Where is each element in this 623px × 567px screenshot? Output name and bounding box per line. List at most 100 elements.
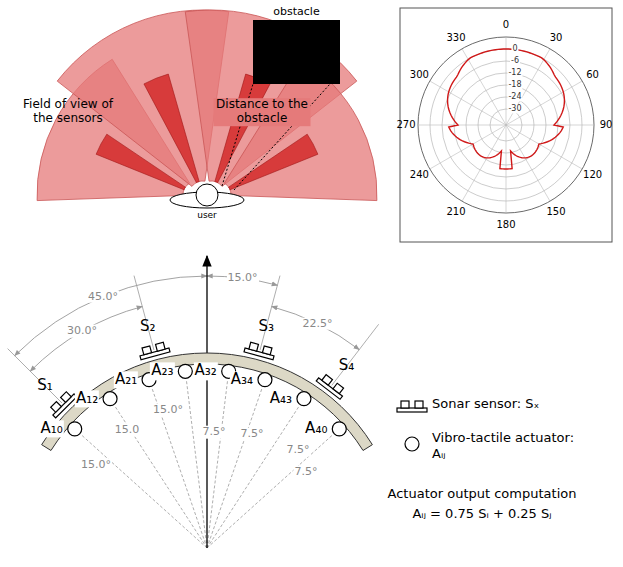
actuator-ray [152,387,207,548]
heading-arrow [206,256,207,548]
formula-title: Actuator output computation [388,487,577,502]
angle-dimension: 15.0 [114,424,141,437]
transducer [61,392,72,403]
actuator-name: A₂₃ [150,363,174,380]
sonar-sensor [138,341,170,359]
legend-sensor-symbol [397,401,427,412]
transducer [401,401,409,408]
vibro-actuator [178,364,192,378]
angle-ring [418,37,594,213]
angle-tick: 270 [396,119,415,131]
actuator-ray [207,387,262,548]
formula: Aᵢⱼ = 0.75 Sᵢ + 0.25 Sⱼ [412,507,551,522]
dimension-arc [272,307,359,350]
transducer [333,383,344,393]
angle-dimension: 45.0° [87,290,119,303]
angle-tick: 30 [550,33,563,45]
angle-spoke [430,125,506,169]
db-tick: -24 [507,92,522,101]
angle-spoke [506,37,507,125]
transducer [156,342,166,351]
obstacle-box: obstacle [253,20,340,84]
user-label: user [197,210,217,220]
user-outline [169,183,245,209]
angle-tick: 300 [410,69,429,81]
sensor-name: S₃ [258,318,274,335]
angle-tick: 120 [583,169,602,181]
angle-dimension: 30.0° [66,325,98,338]
angle-spoke [506,125,582,169]
actuator-name: A₄₀ [304,420,328,437]
sensor-beam [229,134,318,190]
angle-dimension: 15.0° [80,459,112,472]
actuator-name: A₄₃ [269,390,293,407]
transducer [142,346,152,355]
polar-grid [418,37,594,213]
dimension-arc [30,307,142,372]
actuator-ray [207,379,228,548]
angle-spoke [418,125,506,126]
angle-tick: 150 [546,206,565,218]
vibro-actuator [258,373,272,387]
actuator-name: A₃₄ [230,371,254,388]
angle-dimension: 7.5° [286,444,311,457]
belt-band [42,353,373,450]
vibro-actuator [332,422,346,436]
angle-spoke [506,81,582,125]
sonar-sensor [316,372,346,399]
sensor-axis [260,276,280,350]
legend-entry: Sonar sensor: Sₓ [432,396,607,412]
sensor-plate [397,408,427,412]
plot-frame [400,8,612,242]
angle-spoke [506,125,594,126]
angle-dimension: 7.5° [294,466,319,479]
vibro-actuator [68,422,82,436]
dimension-arc [15,276,207,356]
db-tick: -18 [507,80,522,89]
angle-dimension: 22.5° [302,317,334,330]
region-label: Field of view of the sensors [18,98,118,126]
sensor-name: S₁ [37,377,53,394]
transducer [262,346,272,355]
transducer [51,402,62,413]
user-figure: user [169,183,245,209]
legend-entry: Vibro-tactile actuator: Aᵢⱼ [432,430,582,461]
user-head [196,184,218,206]
actuator-name: A₃₂ [194,363,218,380]
actuator-ray [186,379,207,548]
angle-tick: 210 [446,206,465,218]
region-label: Distance to the obstacle [214,98,311,126]
obstacle-label: obstacle [273,5,319,18]
actuator-name: A₂₁ [114,371,138,388]
angle-tick: 330 [446,33,465,45]
sensor-beam [144,74,199,183]
actuator-name: A₁₂ [75,390,99,407]
angle-tick: 60 [586,69,599,81]
transducer [415,401,423,408]
vibro-actuator [103,392,117,406]
angle-dimension: 15.0° [152,404,184,417]
angle-dimension: 15.0° [227,272,259,285]
angle-tick: 240 [410,169,429,181]
angle-spoke [462,125,506,201]
transducer [249,342,259,351]
sensor-beam [96,134,185,190]
sensor-axis [134,276,154,350]
angle-spoke [430,81,506,125]
db-tick: 0 [511,44,518,53]
actuator-name: A₁₀ [40,420,64,437]
angle-dimension: 7.5° [240,428,265,441]
db-tick: -30 [507,104,522,113]
radiation-pattern [448,49,565,169]
vibro-actuator [297,392,311,406]
angle-tick: 180 [496,219,515,231]
legend-actuator-symbol [405,437,419,451]
transducer [322,375,333,385]
sensor-layout [8,256,379,548]
angle-tick: 90 [600,119,613,131]
sensor-name: S₄ [339,358,355,375]
sensor-name: S₂ [140,318,156,335]
